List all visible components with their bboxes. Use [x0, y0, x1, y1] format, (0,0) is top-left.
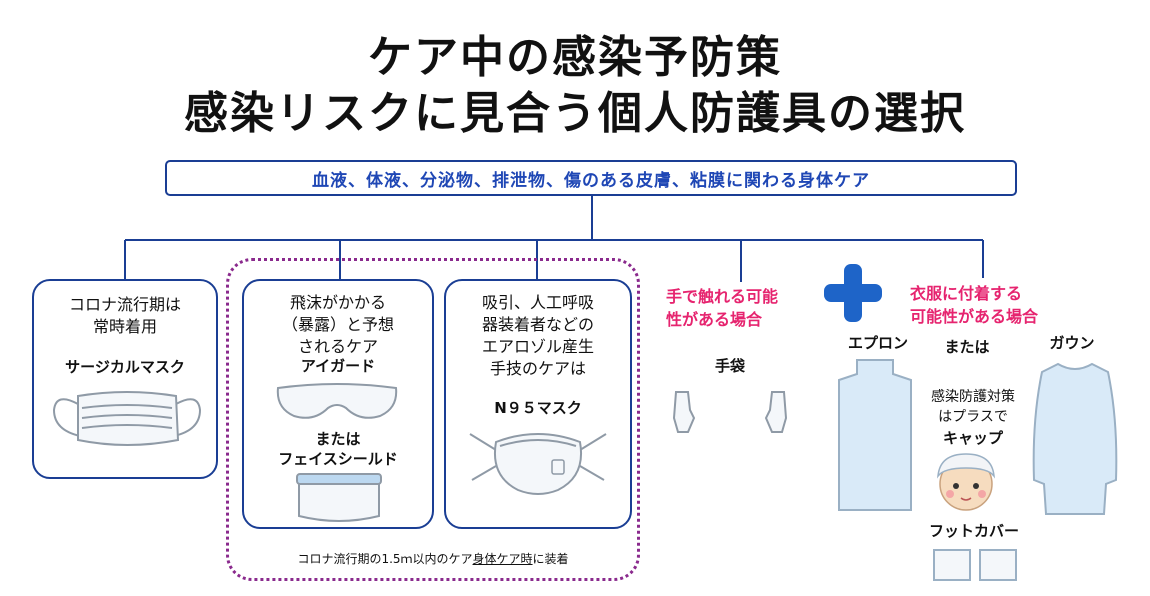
gown-label: ガウン — [1049, 334, 1095, 352]
surgical-mask-icon — [52, 391, 202, 446]
covid-note-suffix: に装着 — [532, 552, 569, 566]
covid-period-group — [226, 258, 640, 581]
n95-item-label: N９５マスク — [494, 399, 582, 417]
clothing-or-label: または — [944, 338, 990, 356]
glove-icon-right — [764, 391, 788, 433]
mask-item-label: サージカルマスク — [65, 358, 185, 376]
glove-icon — [672, 391, 696, 433]
apron-icon — [838, 359, 912, 511]
covid-note: コロナ流行期の1.5ｍ以内のケア身体ケア時に装着 — [226, 550, 640, 567]
foot-cover-label: フットカバー — [928, 522, 1019, 540]
gloves-condition: 手で触れる可能 性がある場合 — [666, 287, 779, 329]
cap-label: キャップ — [942, 429, 1003, 447]
eye-guard-icon — [276, 383, 398, 419]
gown-icon — [1032, 362, 1118, 515]
page-title-line1: ケア中の感染予防策 — [368, 32, 782, 83]
apron-label: エプロン — [847, 334, 908, 352]
covid-note-text: コロナ流行期の1.5ｍ以内のケア — [297, 552, 473, 566]
eye-guard-label: アイガード — [300, 357, 376, 375]
covid-note-underlined: 身体ケア時 — [472, 552, 533, 566]
eye-description: 飛沫がかかる （暴露）と予想 されるケア — [281, 293, 394, 356]
plus-icon — [824, 264, 882, 322]
n95-mask-icon — [469, 433, 607, 495]
page-title-line2: 感染リスクに見合う個人防護具の選択 — [184, 88, 966, 139]
face-shield-icon — [296, 473, 382, 522]
face-shield-label: フェイスシールド — [278, 450, 398, 468]
foot-cover-icon — [933, 549, 1017, 581]
n95-box — [444, 279, 632, 529]
n95-description: 吸引、人工呼吸 器装着者などの エアロゾル産生 手技のケアは — [481, 293, 594, 378]
care-banner: 血液、体液、分泌物、排泄物、傷のある皮膚、粘膜に関わる身体ケア — [165, 160, 1017, 196]
clothing-condition: 衣服に付着する 可能性がある場合 — [910, 284, 1039, 326]
mask-description: コロナ流行期は 常時着用 — [68, 295, 181, 336]
gloves-label: 手袋 — [714, 357, 745, 375]
eye-or-label: または — [315, 430, 361, 448]
cap-person-icon — [937, 453, 995, 511]
extra-protection-note: 感染防護対策 はプラスで — [931, 389, 1015, 425]
